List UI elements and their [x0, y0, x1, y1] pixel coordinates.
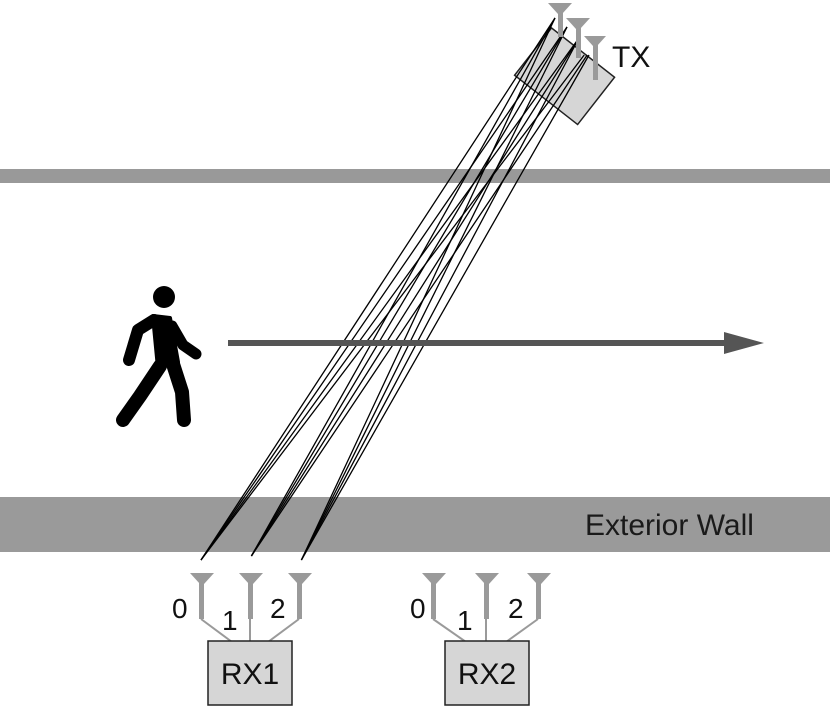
antenna-icon [548, 3, 572, 37]
antenna-icon [422, 573, 446, 619]
exterior-wall-label: Exterior Wall [585, 509, 754, 542]
rx1-antenna-0-label: 0 [172, 593, 188, 624]
rx2-antennas [422, 573, 551, 619]
ray-line [300, 17, 556, 561]
ray-line [300, 54, 590, 561]
rx2-antenna-1-label: 1 [457, 605, 473, 636]
ray-line [250, 26, 568, 557]
antenna-icon [190, 573, 214, 619]
arrow-right-icon [228, 332, 764, 354]
ray-line [250, 54, 588, 557]
ray-line [300, 26, 568, 561]
ray-line [300, 37, 580, 561]
rx1-feed-lines [200, 618, 300, 643]
rx2-label: RX2 [458, 658, 516, 691]
ray-line [200, 26, 568, 561]
rx1-antennas [190, 573, 312, 619]
tx-antennas [548, 3, 606, 80]
rx2-feed-lines [432, 618, 539, 643]
walking-person-icon [116, 286, 202, 427]
ray-line [250, 17, 556, 557]
antenna-icon [527, 573, 551, 619]
interior-wall [0, 169, 830, 183]
rx2-box [444, 640, 530, 706]
tx-label: TX [612, 41, 650, 74]
ray-line [200, 37, 580, 561]
rx2-antenna-2-label: 2 [508, 593, 524, 624]
rx1-antenna-2-label: 2 [270, 593, 286, 624]
rx2-antenna-0-label: 0 [410, 593, 426, 624]
exterior-wall [0, 497, 830, 552]
antenna-icon [584, 36, 606, 80]
antenna-icon [288, 573, 312, 619]
antenna-icon [566, 18, 590, 58]
antenna-icon [475, 573, 499, 619]
ray-line [200, 54, 585, 561]
antenna-icon [239, 573, 263, 619]
rx1-label: RX1 [221, 658, 279, 691]
ray-line [250, 37, 580, 557]
rx1-box [207, 640, 293, 706]
rx1-antenna-1-label: 1 [222, 605, 238, 636]
multipath-rays [200, 17, 590, 561]
ray-line [200, 17, 556, 561]
